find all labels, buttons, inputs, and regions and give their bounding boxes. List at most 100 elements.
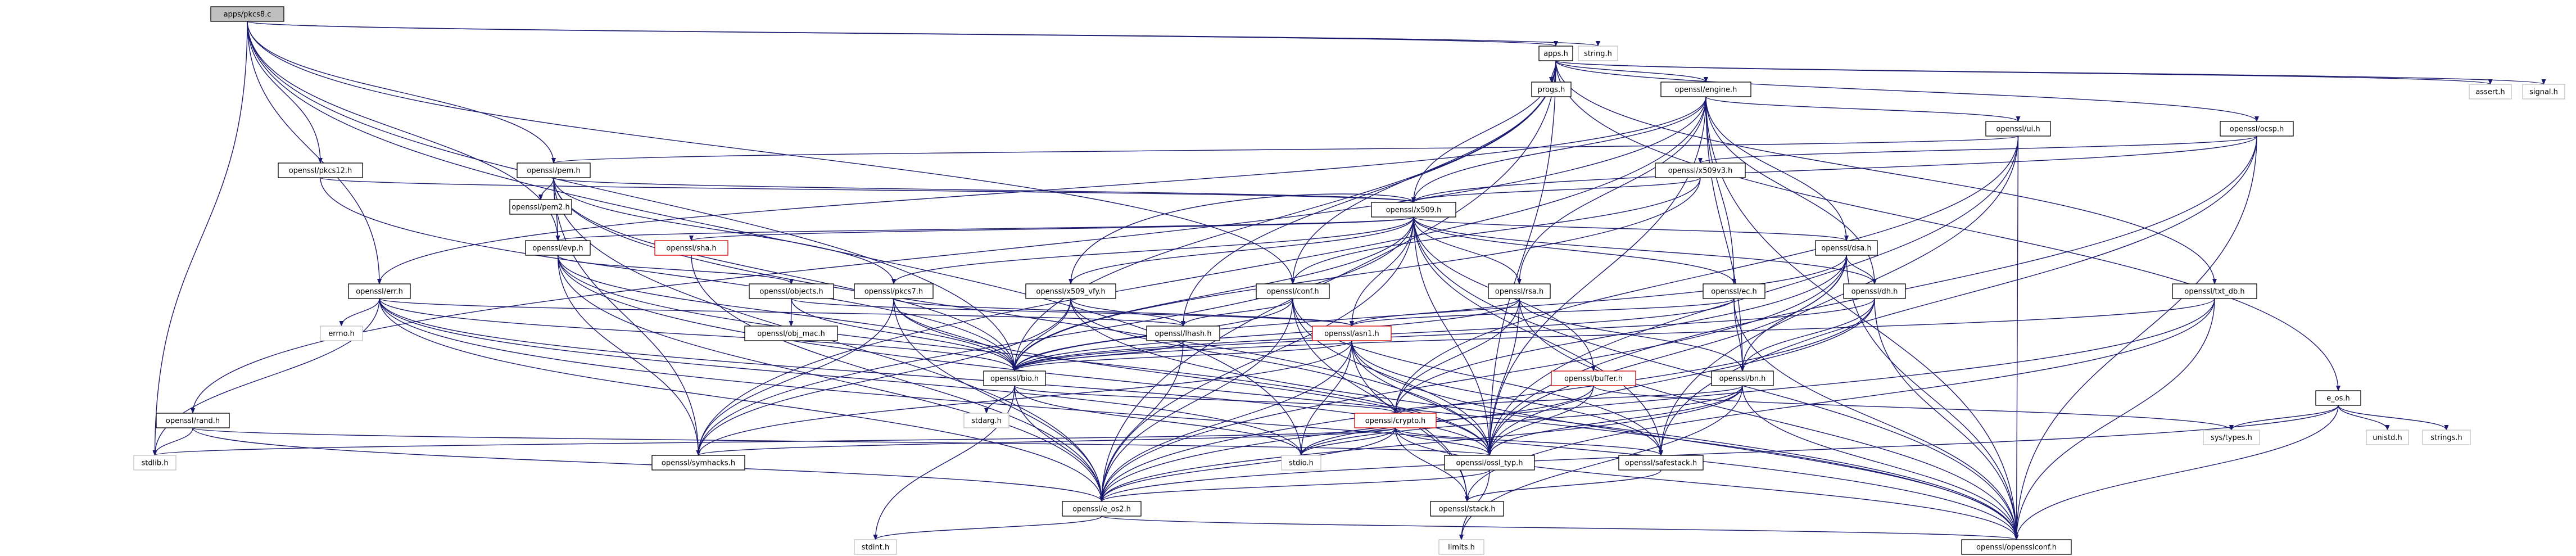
- node-eos[interactable]: e_os.h: [2315, 390, 2361, 406]
- edge-pkcs7-to-ossltyp: [893, 298, 1492, 456]
- node-evp[interactable]: openssl/evp.h: [525, 240, 591, 256]
- node-apps[interactable]: apps.h: [1538, 46, 1573, 61]
- node-stdinth[interactable]: stdint.h: [854, 539, 897, 555]
- edge: [1070, 193, 1416, 284]
- node-box-opensslconf: [1961, 539, 2072, 555]
- node-errnoh[interactable]: errno.h: [320, 326, 363, 341]
- node-pem2[interactable]: openssl/pem2.h: [509, 199, 572, 215]
- edge-pkcs7-to-e_os2: [893, 298, 1104, 502]
- node-asserth[interactable]: assert.h: [2469, 84, 2512, 100]
- edge-root-to-stringh: [247, 21, 1600, 47]
- edge: [1413, 216, 1522, 284]
- node-box-stack: [1430, 501, 1504, 517]
- node-unistdh[interactable]: unistd.h: [2366, 430, 2409, 445]
- node-stdlibh[interactable]: stdlib.h: [133, 455, 176, 471]
- edge: [1413, 216, 1877, 284]
- edge: [556, 216, 1414, 241]
- node-rsa[interactable]: openssl/rsa.h: [1488, 283, 1551, 299]
- node-txtdb[interactable]: openssl/txt_db.h: [2172, 283, 2257, 299]
- edge: [791, 298, 1017, 372]
- node-systypes[interactable]: sys/types.h: [2203, 430, 2260, 445]
- node-symhacks[interactable]: openssl/symhacks.h: [651, 455, 745, 471]
- edge: [1413, 216, 1663, 456]
- node-x509[interactable]: openssl/x509.h: [1371, 202, 1456, 218]
- edge-txtdb-to-e_os2: [1099, 298, 2215, 502]
- node-stringh[interactable]: string.h: [1578, 46, 1618, 61]
- edge-ocsp-to-x509v3: [1698, 135, 2257, 164]
- node-ui[interactable]: openssl/ui.h: [1985, 121, 2051, 137]
- edge-crypto-to-safestack: [1395, 427, 1663, 456]
- edge: [557, 255, 794, 284]
- node-rand[interactable]: openssl/rand.h: [156, 413, 230, 428]
- node-pkcs12[interactable]: openssl/pkcs12.h: [278, 162, 363, 178]
- edge: [553, 177, 896, 284]
- edge-rsa-to-crypto: [1393, 298, 1520, 414]
- edge: [1465, 469, 1662, 502]
- node-safestack[interactable]: openssl/safestack.h: [1618, 455, 1704, 471]
- edge: [1099, 427, 1396, 502]
- edge-root-to-stdlibh: [152, 21, 248, 456]
- node-pkcs7[interactable]: openssl/pkcs7.h: [854, 283, 934, 299]
- node-err[interactable]: openssl/err.h: [348, 283, 411, 299]
- edge: [1395, 427, 2019, 540]
- edge: [377, 96, 1706, 284]
- node-opensslconf[interactable]: openssl/opensslconf.h: [1961, 539, 2072, 555]
- node-signalh[interactable]: signal.h: [2522, 84, 2565, 100]
- node-objects[interactable]: openssl/objects.h: [749, 283, 834, 299]
- node-box-x509v3: [1655, 162, 1746, 178]
- node-box-err: [348, 283, 411, 299]
- node-limitsh[interactable]: limits.h: [1438, 539, 1484, 555]
- node-label-dsa: openssl/dsa.h: [1821, 245, 1871, 253]
- node-stack[interactable]: openssl/stack.h: [1430, 501, 1504, 517]
- node-progs[interactable]: progs.h: [1531, 82, 1572, 97]
- node-engine[interactable]: openssl/engine.h: [1660, 82, 1751, 97]
- node-stdargh[interactable]: stdarg.h: [963, 413, 1009, 428]
- node-stringsh[interactable]: strings.h: [2422, 430, 2471, 445]
- edge-x509vfy-to-symhacks: [696, 298, 1071, 456]
- node-label-stdinth: stdint.h: [862, 544, 889, 552]
- edge: [891, 216, 1414, 284]
- edge-x509v3-to-bio: [1012, 177, 1701, 372]
- edge: [553, 177, 1416, 203]
- edge-crypto-to-opensslconf: [1395, 427, 2019, 540]
- edge-pem-to-pem2: [538, 177, 554, 200]
- node-box-txtdb: [2172, 283, 2257, 299]
- node-stdioh[interactable]: stdio.h: [1281, 455, 1321, 471]
- node-conf[interactable]: openssl/conf.h: [1256, 283, 1330, 299]
- node-bn[interactable]: openssl/bn.h: [1711, 370, 1774, 386]
- node-ossltyp[interactable]: openssl/ossl_typ.h: [1444, 455, 1535, 471]
- node-x509v3[interactable]: openssl/x509v3.h: [1655, 162, 1746, 178]
- node-asn1[interactable]: openssl/asn1.h: [1312, 326, 1392, 341]
- edge: [553, 177, 701, 456]
- node-box-dh: [1843, 283, 1906, 299]
- node-x509vfy[interactable]: openssl/x509_vfy.h: [1025, 283, 1116, 299]
- node-dh[interactable]: openssl/dh.h: [1843, 283, 1906, 299]
- node-ocsp[interactable]: openssl/ocsp.h: [2220, 121, 2294, 137]
- node-pem[interactable]: openssl/pem.h: [517, 162, 591, 178]
- edge: [1740, 298, 1875, 372]
- edge-crypto-to-e_os2: [1099, 427, 1396, 502]
- node-buffer[interactable]: openssl/buffer.h: [1551, 370, 1636, 386]
- edge: [1742, 385, 2019, 540]
- node-box-ec: [1703, 283, 1765, 299]
- edge-buffer-to-systypes: [1593, 385, 2234, 431]
- node-e_os2[interactable]: openssl/e_os2.h: [1062, 501, 1142, 517]
- node-objmac[interactable]: openssl/obj_mac.h: [744, 326, 838, 341]
- node-sha[interactable]: openssl/sha.h: [654, 240, 728, 256]
- node-box-dsa: [1815, 240, 1878, 256]
- node-label-stdargh: stdarg.h: [971, 417, 1002, 426]
- node-label-objects: openssl/objects.h: [759, 288, 823, 296]
- edge: [2014, 298, 2215, 540]
- edge-bio-to-stdioh: [1014, 385, 1303, 456]
- edge-crypto-to-stack: [1395, 427, 1469, 502]
- node-ec[interactable]: openssl/ec.h: [1703, 283, 1765, 299]
- node-bio[interactable]: openssl/bio.h: [983, 370, 1046, 386]
- node-lhash[interactable]: openssl/lhash.h: [1146, 326, 1220, 341]
- edge-safestack-to-stack: [1465, 469, 1662, 502]
- node-dsa[interactable]: openssl/dsa.h: [1815, 240, 1878, 256]
- edge: [1393, 298, 1520, 414]
- edge-x509-to-ossltyp: [1413, 216, 1492, 456]
- node-crypto[interactable]: openssl/crypto.h: [1354, 413, 1437, 428]
- node-label-symhacks: openssl/symhacks.h: [662, 459, 735, 468]
- edge: [1099, 60, 1556, 502]
